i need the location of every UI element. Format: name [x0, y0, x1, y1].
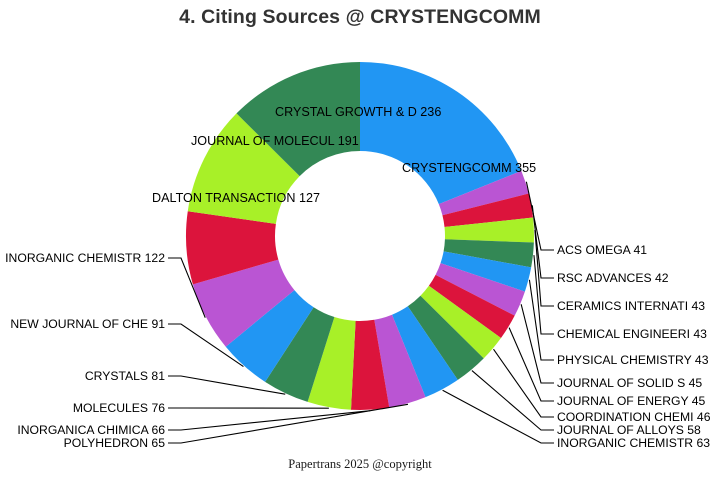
donut-slice[interactable]	[428, 274, 515, 338]
slice-outer-label: JOURNAL OF SOLID S 45	[557, 376, 702, 390]
leader-line	[168, 410, 371, 431]
donut-slice[interactable]	[192, 259, 295, 347]
donut-slice[interactable]	[443, 239, 534, 268]
outer-slice-labels: ACS OMEGA 41 RSC ADVANCES 42 CERAMICS INTE…	[5, 243, 711, 450]
slice-outer-label: RSC ADVANCES 42	[557, 271, 669, 285]
copyright-note: Papertrans 2025 @copyright	[288, 457, 432, 471]
donut-slice[interactable]	[225, 290, 314, 382]
donut-slice[interactable]	[350, 319, 390, 410]
donut-slice[interactable]	[265, 307, 335, 402]
slice-inner-label: DALTON TRANSACTION 127	[152, 191, 320, 205]
slice-outer-label: COORDINATION CHEMI 46	[557, 410, 711, 424]
donut-slice[interactable]	[360, 62, 522, 205]
slice-outer-label: CRYSTALS 81	[85, 369, 165, 383]
page-title: 4. Citing Sources @ CRYSTENGCOMM	[179, 6, 541, 28]
slice-outer-label: INORGANIC CHEMISTR 122	[5, 251, 165, 265]
donut-slices	[185, 62, 534, 410]
donut-slice[interactable]	[440, 251, 532, 292]
slice-outer-label: INORGANICA CHIMICA 66	[17, 423, 165, 437]
leader-line	[528, 279, 554, 361]
donut-slice[interactable]	[374, 314, 426, 408]
donut-slice[interactable]	[442, 193, 534, 227]
leader-line	[533, 255, 554, 335]
slice-outer-label: CHEMICAL ENGINEERI 43	[557, 327, 707, 341]
donut-slice[interactable]	[420, 285, 501, 359]
leader-line	[534, 229, 554, 307]
slice-outer-label: ACS OMEGA 41	[557, 243, 647, 257]
slice-outer-label: POLYHEDRON 65	[64, 436, 166, 450]
leader-line	[525, 181, 554, 251]
slice-inner-label: JOURNAL OF MOLECUL 191	[191, 134, 359, 148]
leader-lines	[168, 181, 554, 444]
donut-slice[interactable]	[392, 306, 458, 398]
leader-line	[168, 323, 244, 367]
leader-line	[471, 370, 554, 431]
slice-outer-label: CERAMICS INTERNATI 43	[557, 299, 705, 313]
leader-line	[168, 257, 206, 318]
slice-outer-label: INORGANIC CHEMISTR 63	[557, 436, 710, 450]
leader-line	[168, 403, 409, 444]
donut-slice[interactable]	[435, 263, 525, 316]
slice-outer-label: JOURNAL OF ENERGY 45	[557, 394, 706, 408]
leader-line	[168, 375, 286, 395]
donut-slice[interactable]	[185, 211, 279, 285]
slice-outer-label: JOURNAL OF ALLOYS 58	[557, 423, 701, 437]
donut-slice[interactable]	[438, 170, 529, 216]
donut-slice[interactable]	[444, 217, 534, 243]
donut-slice[interactable]	[236, 62, 360, 177]
slice-outer-label: NEW JOURNAL OF CHE 91	[10, 317, 165, 331]
slice-inner-label: CRYSTENGCOMM 355	[402, 161, 536, 175]
donut-slice[interactable]	[187, 113, 300, 224]
slice-outer-label: MOLECULES 76	[73, 401, 165, 415]
leader-line	[508, 327, 554, 402]
donut-slice[interactable]	[307, 317, 356, 410]
leader-line	[442, 389, 554, 444]
donut-slice[interactable]	[407, 295, 484, 380]
slice-inner-label: CRYSTAL GROWTH & D 236	[275, 105, 441, 119]
slice-outer-label: PHYSICAL CHEMISTRY 43	[557, 353, 709, 367]
leader-line	[493, 348, 554, 418]
leader-line	[520, 304, 554, 384]
leader-line	[531, 205, 554, 279]
